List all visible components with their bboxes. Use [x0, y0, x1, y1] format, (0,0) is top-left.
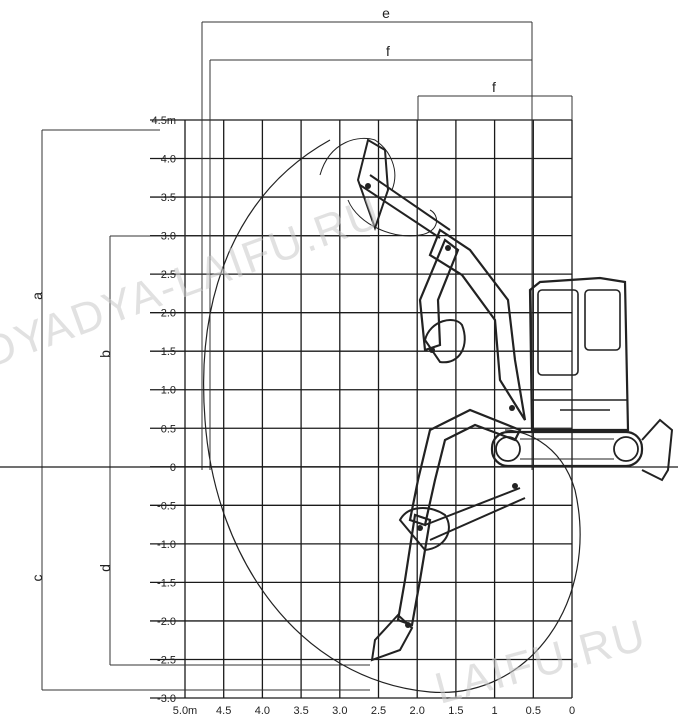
- y-tick-label: 2.5: [161, 269, 176, 281]
- bucket-upper: [356, 138, 390, 232]
- y-tick-label: 3.0: [161, 231, 176, 243]
- y-tick-label: 4.5m: [152, 115, 176, 127]
- dim-label-d: d: [97, 564, 113, 572]
- y-tick-label: 1.5: [161, 346, 176, 358]
- dim-label-a: a: [29, 292, 45, 300]
- y-tick-label: 2.0: [161, 308, 176, 320]
- x-tick-label: 0.5: [526, 705, 541, 717]
- x-tick-label: 2.5: [371, 705, 386, 717]
- dim-label-f-short: f: [492, 79, 496, 95]
- x-tick-label: 3.5: [293, 705, 308, 717]
- x-axis-tick-labels: 5.0m 4.5 4.0 3.5 3.0 2.5 2.0 1.5 1 0.5 0: [173, 705, 575, 717]
- bucket-lower: [370, 613, 414, 662]
- y-tick-label: -0.5: [157, 500, 176, 512]
- y-tick-label: -2.5: [157, 654, 176, 666]
- boom-upper: [428, 228, 527, 421]
- y-tick-label: -1.0: [157, 539, 176, 551]
- dim-label-f-long: f: [386, 43, 390, 59]
- y-tick-label: -1.5: [157, 577, 176, 589]
- dozer-blade: [641, 418, 674, 482]
- x-tick-label: 3.0: [332, 705, 347, 717]
- x-tick-label: 4.0: [255, 705, 270, 717]
- watermark-primary: DYADYA-LAIFU.RU: [0, 188, 388, 378]
- y-tick-label: 4.0: [161, 154, 176, 166]
- pins: [365, 183, 518, 628]
- arm-lower: [396, 513, 432, 627]
- x-tick-label: 1.5: [448, 705, 463, 717]
- dim-label-b: b: [97, 350, 113, 358]
- dimension-lines: [0, 21, 678, 691]
- excavator: [356, 138, 674, 662]
- y-tick-label: -3.0: [157, 693, 176, 705]
- cab: [528, 276, 630, 432]
- y-axis-tick-labels: 4.5m 4.0 3.5 3.0 2.5 2.0 1.5 1.0 0.5 0 -0.5 -1.0 -1.…: [152, 115, 176, 705]
- y-tick-label: 1.0: [161, 385, 176, 397]
- inner-arc: [347, 199, 438, 237]
- x-tick-label: 4.5: [216, 705, 231, 717]
- x-tick-label: 5.0m: [173, 705, 197, 717]
- reach-envelope: [203, 139, 581, 693]
- y-tick-label: 0: [170, 462, 176, 474]
- track: [490, 430, 644, 468]
- x-tick-label: 0: [569, 705, 575, 717]
- x-tick-label: 1: [492, 705, 498, 717]
- arm-upper: [418, 238, 460, 352]
- bucket-lower-mid: [398, 507, 450, 552]
- y-tick-label: 3.5: [161, 192, 176, 204]
- upper-arc: [319, 137, 396, 191]
- dim-label-c: c: [29, 575, 45, 582]
- bucket-middle: [423, 319, 466, 364]
- y-tick-label: 0.5: [161, 423, 176, 435]
- x-tick-label: 2.0: [410, 705, 425, 717]
- y-tick-label: -2.0: [157, 616, 176, 628]
- dim-label-e: e: [382, 5, 390, 21]
